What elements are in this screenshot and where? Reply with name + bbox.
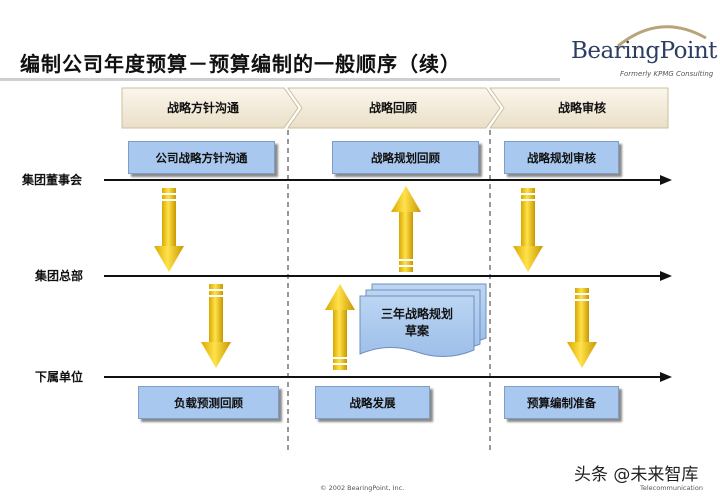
- box-strategy-communication: 公司战略方针沟通: [128, 141, 275, 174]
- watermark-subtext: Telecommunication: [640, 484, 703, 492]
- copyright-footer: © 2002 BearingPoint, Inc.: [320, 484, 405, 492]
- level-line-unit: [104, 372, 672, 382]
- box-strategic-plan-audit: 战略规划审核: [504, 141, 619, 174]
- phase-chevron-2: [287, 87, 501, 129]
- up-arrow-unit-to-hq: [325, 284, 355, 370]
- down-arrow-hq-to-unit-3: [567, 288, 597, 368]
- phase-label-3: 战略审核: [558, 100, 606, 115]
- down-arrow-hq-to-unit-1: [201, 284, 231, 368]
- level-line-board: [104, 175, 672, 185]
- logo-wordmark: BearingPoint: [571, 38, 717, 64]
- page-title: 编制公司年度预算－预算编制的一般顺序（续）: [20, 52, 461, 76]
- phase-chevron-1: [121, 87, 299, 129]
- phase-chevron-3: [489, 87, 669, 129]
- level-label-board: 集团董事会: [22, 173, 83, 187]
- document-title-line1: 三年战略规划: [381, 306, 453, 321]
- level-line-hq: [104, 271, 672, 281]
- box-budget-preparation: 预算编制准备: [504, 386, 619, 419]
- logo-swoosh-icon: [617, 25, 707, 48]
- down-arrow-board-to-hq-1: [154, 188, 184, 272]
- watermark-text: 头条 @未来智库: [574, 465, 699, 485]
- box-load-forecast-review: 负载预测回顾: [138, 386, 279, 419]
- phase-label-2: 战略回顾: [369, 100, 417, 115]
- up-arrow-hq-to-board: [391, 186, 421, 272]
- strategic-plan-draft-document-icon: [359, 283, 487, 357]
- phase-label-1: 战略方针沟通: [167, 100, 239, 115]
- document-title-line2: 草案: [405, 323, 430, 338]
- level-label-hq: 集团总部: [35, 269, 84, 283]
- level-label-unit: 下属单位: [35, 370, 84, 384]
- down-arrow-board-to-hq-3: [513, 188, 543, 272]
- logo-tagline: Formerly KPMG Consulting: [620, 70, 714, 78]
- title-divider: [0, 78, 560, 81]
- box-strategic-plan-review: 战略规划回顾: [332, 141, 479, 174]
- box-strategy-development: 战略发展: [315, 386, 430, 419]
